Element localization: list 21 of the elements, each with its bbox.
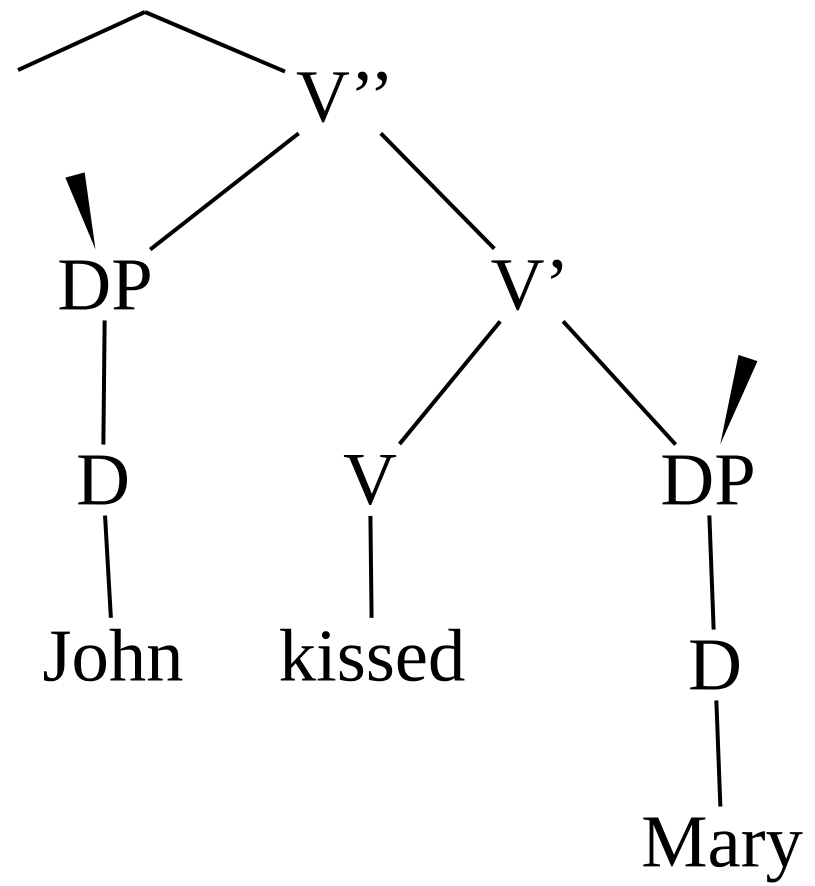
node-label: kissed — [280, 628, 464, 682]
tree-branch — [707, 515, 716, 630]
tree-branch — [103, 515, 113, 618]
node-label: V’’ — [296, 72, 387, 122]
node-label: V’ — [491, 260, 562, 310]
tree-branch — [562, 320, 678, 446]
node-label: John — [44, 628, 182, 682]
tree-branch — [148, 132, 300, 252]
node-label: DP — [662, 456, 753, 505]
node-label: D — [78, 456, 127, 505]
tree-branch — [379, 132, 496, 250]
node-label: D — [690, 640, 739, 690]
node-label: V — [344, 455, 396, 506]
tree-branch — [101, 320, 107, 445]
tree-branch — [368, 516, 374, 618]
node-label: DP — [59, 260, 150, 310]
tree-branch — [398, 320, 502, 446]
tree-branch — [144, 10, 286, 74]
tree-branch — [714, 700, 722, 807]
node-label: Mary — [643, 818, 803, 883]
wedge-mark — [65, 172, 96, 250]
